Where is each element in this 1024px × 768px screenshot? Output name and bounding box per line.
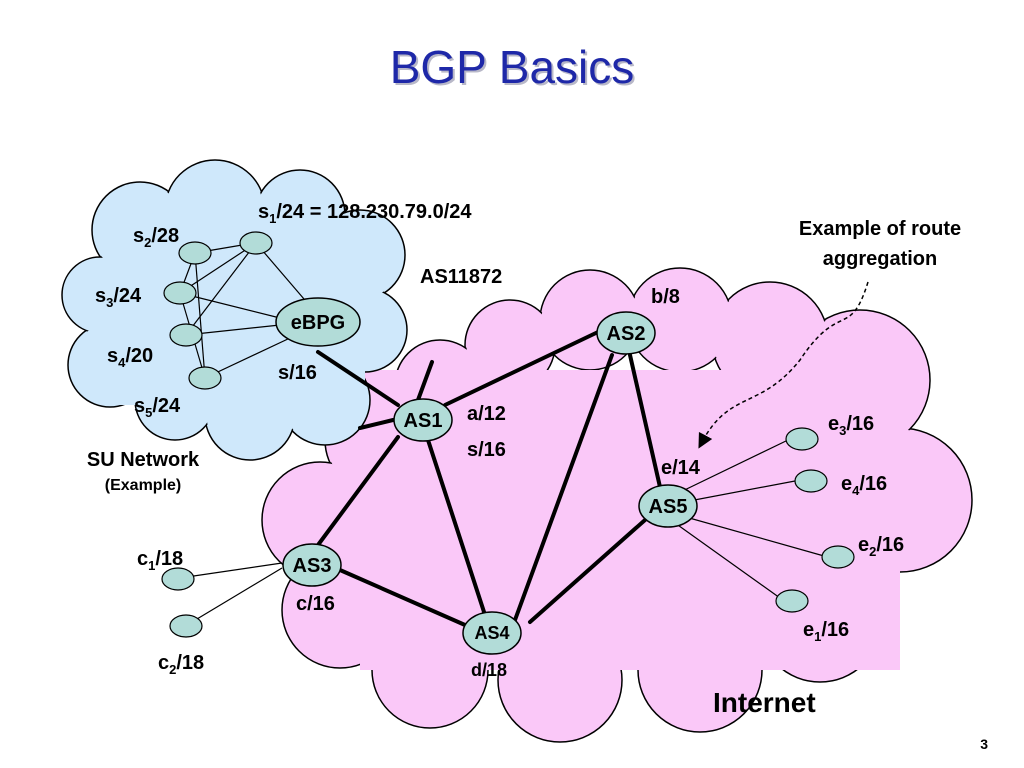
s1-node xyxy=(239,231,273,255)
s5-node xyxy=(188,366,222,390)
su-example-label: (Example) xyxy=(105,477,181,494)
su-host-nodes xyxy=(163,231,273,390)
s5-label: s5/24 xyxy=(134,395,181,420)
e3-node xyxy=(785,427,819,451)
e3-label: e3/16 xyxy=(828,413,874,438)
s2-node xyxy=(178,241,212,265)
s1-label: s1/24 = 128.230.79.0/24 xyxy=(258,201,472,226)
aggregation-label-line1: Example of route xyxy=(799,218,961,240)
e2-node xyxy=(821,545,855,569)
as2-b8-label: b/8 xyxy=(651,286,680,308)
page-title: BGP Basics xyxy=(389,41,635,93)
edge-host-nodes xyxy=(161,427,855,638)
ebpg-node xyxy=(275,297,361,347)
s4-label: s4/20 xyxy=(107,345,153,370)
s4-node xyxy=(169,323,203,347)
ebpg-label: eBPG xyxy=(291,312,345,334)
e1-node xyxy=(775,589,809,613)
aggregation-arrow xyxy=(698,281,869,449)
as5-node xyxy=(638,484,698,528)
as2-node xyxy=(596,311,656,355)
as3-label: AS3 xyxy=(293,555,332,577)
su-network-label: SU Network xyxy=(87,449,200,471)
as2-label: AS2 xyxy=(607,323,646,345)
as4-node xyxy=(462,611,522,655)
as4-d18-label: d/18 xyxy=(471,660,507,680)
s3-node xyxy=(163,281,197,305)
as11872-label: AS11872 xyxy=(420,266,502,288)
as1-a12-label: a/12 xyxy=(467,403,506,425)
s3-label: s3/24 xyxy=(95,285,142,310)
internet-label: Internet xyxy=(713,687,816,718)
as5-label: AS5 xyxy=(649,496,688,518)
su-s16-label: s/16 xyxy=(278,362,317,384)
c2-node xyxy=(169,614,203,638)
as-nodes xyxy=(275,297,698,655)
e2-label: e2/16 xyxy=(858,534,904,559)
s2-label: s2/28 xyxy=(133,225,179,250)
c2-label: c2/18 xyxy=(158,652,204,677)
as3-c16-label: c/16 xyxy=(296,593,335,615)
c1-label: c1/18 xyxy=(137,548,183,573)
e1-label: e1/16 xyxy=(803,619,849,644)
aggregation-label-line2: aggregation xyxy=(823,248,937,270)
page-number: 3 xyxy=(980,736,988,752)
as3-node xyxy=(282,543,342,587)
e4-label: e4/16 xyxy=(841,473,887,498)
as1-s16-label: s/16 xyxy=(467,439,506,461)
as1-node xyxy=(393,398,453,442)
e4-node xyxy=(794,469,828,493)
as4-label: AS4 xyxy=(474,623,509,643)
as5-e14-label: e/14 xyxy=(661,457,701,479)
as1-label: AS1 xyxy=(404,410,443,432)
as-links xyxy=(316,330,662,627)
c1-node xyxy=(161,567,195,591)
